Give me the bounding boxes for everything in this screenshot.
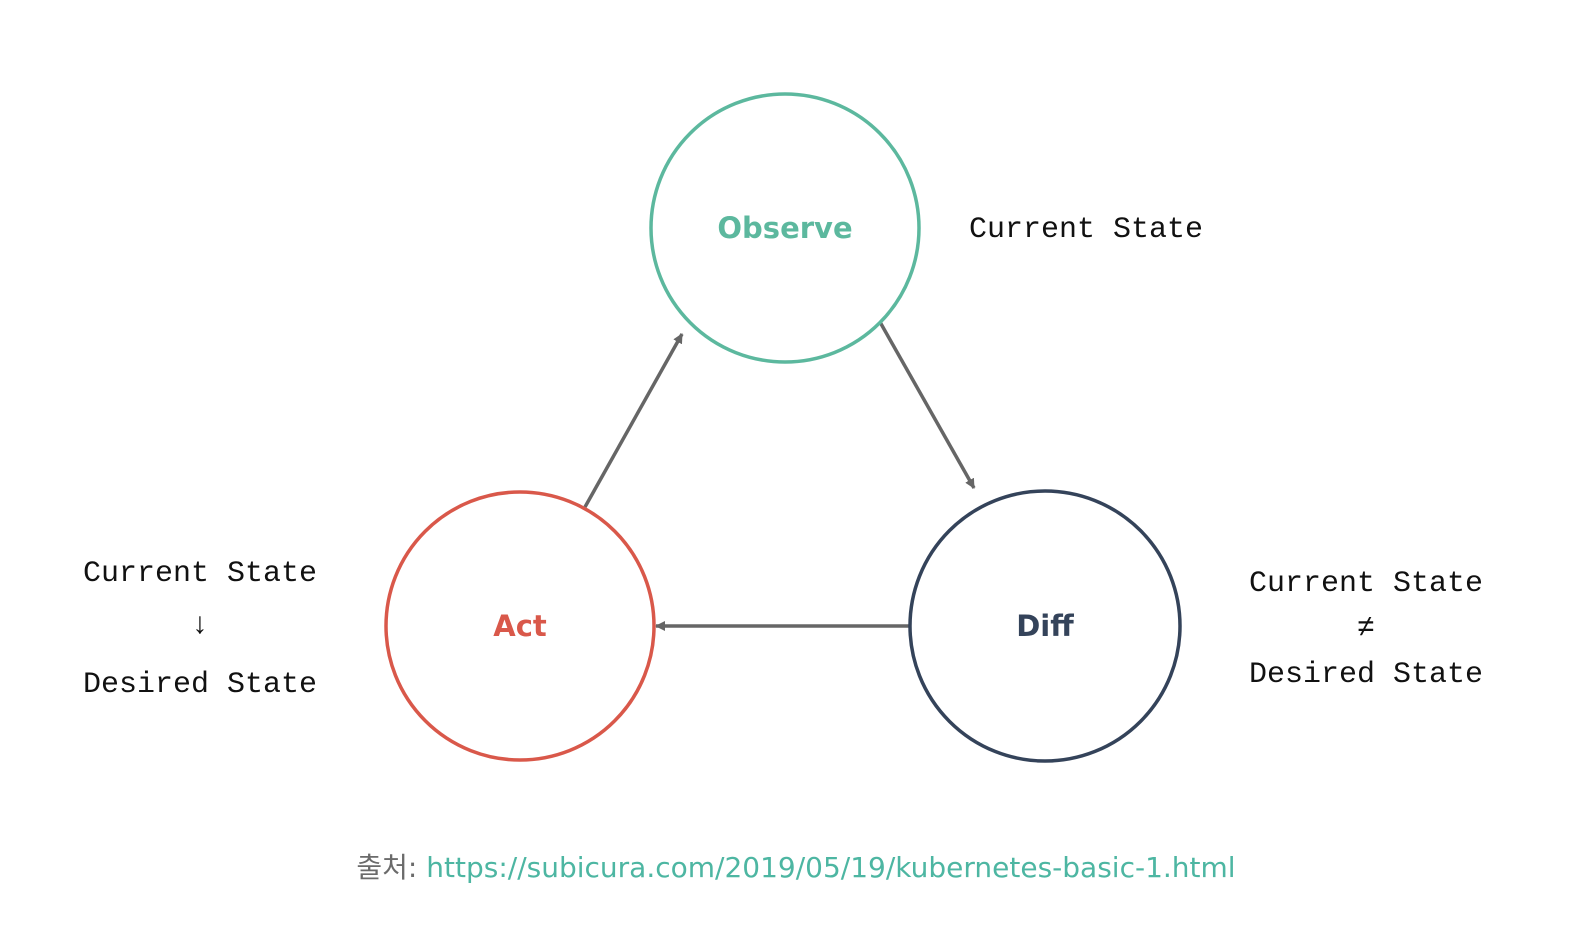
source-link[interactable]: https://subicura.com/2019/05/19/kubernet… <box>426 851 1236 884</box>
act-label: Act <box>493 609 547 643</box>
diff-circle <box>908 489 1182 763</box>
node-act: Act <box>384 490 656 762</box>
node-diff: Diff <box>908 489 1182 763</box>
node-observe: Observe <box>649 92 921 364</box>
act-circle <box>384 490 656 762</box>
observe-circle <box>649 92 921 364</box>
caption-prefix: 출처: <box>356 851 418 884</box>
act-annotation-line2: Desired State <box>83 668 317 702</box>
observe-label: Observe <box>717 211 852 245</box>
arrow-act-to-observe <box>583 333 684 508</box>
act-annotation-symbol: ↓ <box>191 609 209 643</box>
diff-label: Diff <box>1016 609 1074 643</box>
act-annotation-line1: Current State <box>83 557 317 591</box>
source-caption: 출처: https://subicura.com/2019/05/19/kube… <box>0 846 1592 886</box>
observe-annotation: Current State <box>969 213 1203 247</box>
arrow-observe-to-diff <box>878 321 976 489</box>
diff-annotation-symbol: ≠ <box>1357 612 1375 646</box>
act-annotation: Current State ↓ Desired State <box>83 557 317 702</box>
diff-annotation: Current State ≠ Desired State <box>1249 567 1483 692</box>
diff-annotation-line2: Desired State <box>1249 658 1483 692</box>
diff-annotation-line1: Current State <box>1249 567 1483 601</box>
